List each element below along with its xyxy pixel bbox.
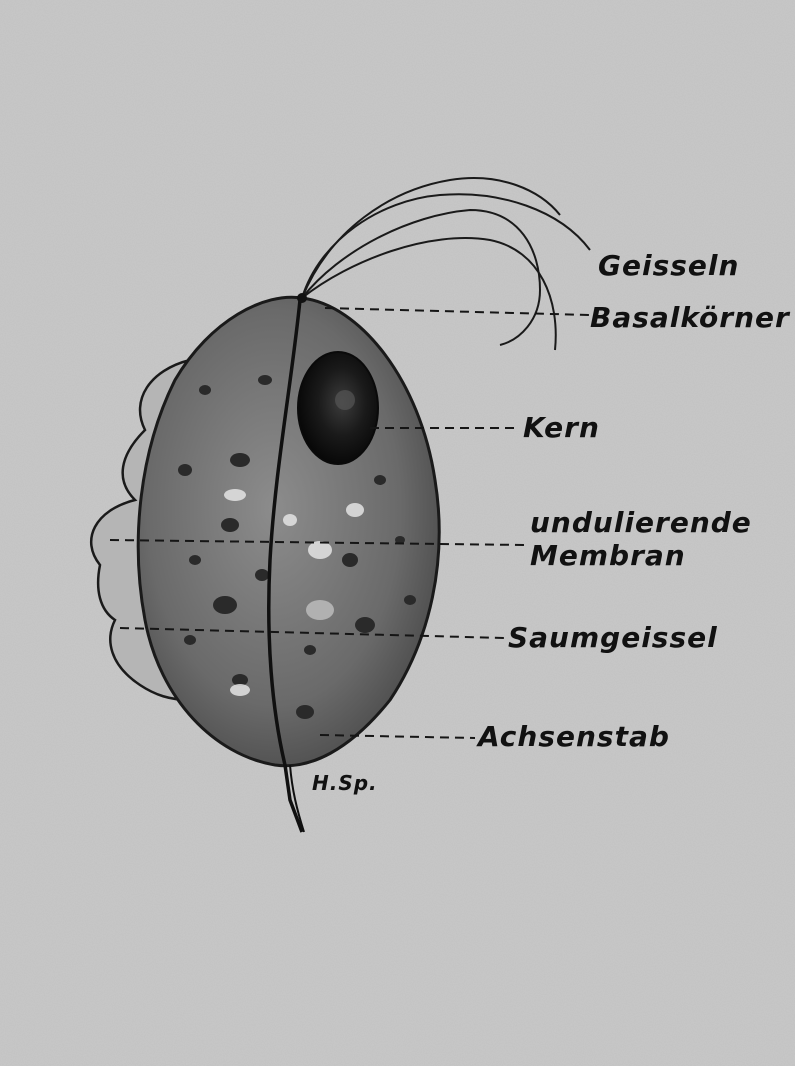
label-membran-line2: Membran bbox=[530, 539, 686, 572]
label-saumgeissel: Saumgeissel bbox=[508, 621, 718, 654]
nucleus bbox=[298, 352, 378, 464]
label-basalkoerner: Basalkörner bbox=[590, 301, 791, 334]
label-achsenstab: Achsenstab bbox=[476, 720, 670, 753]
label-membran-line1: undulierende bbox=[530, 506, 752, 539]
nucleolus bbox=[335, 390, 355, 410]
label-geisseln: Geisseln bbox=[598, 249, 739, 282]
basal-body bbox=[297, 293, 307, 303]
artist-signature: H.Sp. bbox=[312, 771, 378, 795]
label-kern: Kern bbox=[523, 411, 600, 444]
cell-body bbox=[138, 297, 439, 766]
